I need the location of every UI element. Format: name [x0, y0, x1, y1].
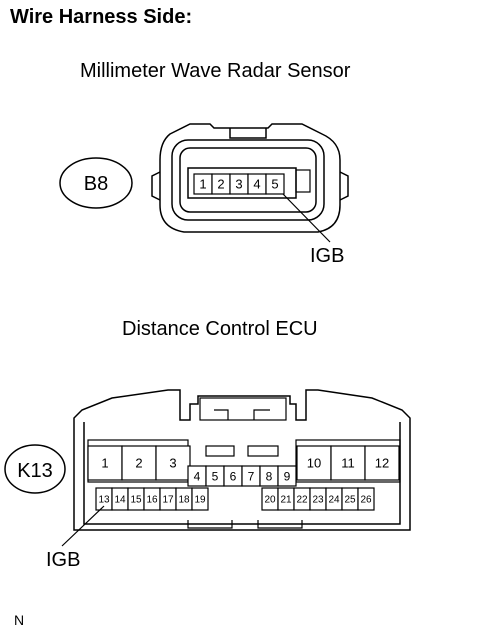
ecu-pin-cell	[155, 445, 191, 481]
ecu-connector-id-ellipse	[4, 444, 66, 494]
ecu-pin-label: 13	[98, 495, 110, 506]
ecu-pin-label: 20	[264, 495, 276, 506]
ecu-pin-label: 17	[162, 495, 174, 506]
ecu-pin-label: 9	[284, 469, 291, 483]
sensor-connector	[151, 123, 349, 233]
ecu-pin-label: 14	[114, 495, 126, 506]
sensor-pin-label: 4	[253, 177, 260, 192]
ecu-pin-label: 1	[101, 456, 108, 471]
ecu-pin-cell	[357, 487, 375, 511]
ecu-pin-cell	[277, 465, 297, 487]
ecu-callout-label: IGB	[46, 549, 80, 571]
ecu-pin-label: 4	[194, 469, 201, 483]
sensor-pin-label: 2	[217, 177, 224, 192]
sensor-connector-id: B8	[84, 173, 108, 195]
ecu-pin-label: 3	[169, 456, 176, 471]
ecu-pin-label: 10	[307, 456, 321, 471]
ecu-pin-label: 19	[194, 495, 206, 506]
ecu-pin-label: 16	[146, 495, 158, 506]
ecu-pin-label: 15	[130, 495, 142, 506]
ecu-pin-cell	[87, 445, 123, 481]
ecu-pin-label: 8	[266, 469, 273, 483]
ecu-bottom-pin-row: 13 14 15 16 17 18 19 20 21 22 23 24 25 26	[95, 487, 375, 511]
sensor-callout-line	[282, 193, 331, 243]
ecu-pin-label: 22	[296, 495, 308, 506]
sensor-pin-frame	[187, 167, 297, 199]
sensor-pin-label: 3	[235, 177, 242, 192]
ecu-pin-label: 23	[312, 495, 324, 506]
footer-mark: N	[14, 612, 25, 628]
ecu-pin-label: 2	[135, 456, 142, 471]
ecu-title: Distance Control ECU	[122, 318, 318, 340]
ecu-callout-line	[61, 505, 105, 547]
ecu-pin-label: 24	[328, 495, 340, 506]
ecu-pin-cell	[121, 445, 157, 481]
ecu-connector-id: K13	[17, 460, 53, 482]
ecu-pin-label: 26	[360, 495, 372, 506]
ecu-pin-cell	[191, 487, 209, 511]
ecu-pin-label: 25	[344, 495, 356, 506]
ecu-pin-label: 21	[280, 495, 292, 506]
ecu-pin-label: 18	[178, 495, 190, 506]
sensor-pin-label: 5	[271, 177, 278, 192]
sensor-connector-id-ellipse	[59, 157, 133, 209]
ecu-pin-label: 12	[375, 456, 389, 471]
sensor-pin-cell	[265, 173, 285, 195]
page-title: Wire Harness Side:	[10, 6, 193, 28]
ecu-pin-label: 5	[212, 469, 219, 483]
ecu-pin-cell	[330, 445, 366, 481]
sensor-title: Millimeter Wave Radar Sensor	[80, 60, 351, 82]
ecu-pin-label: 6	[230, 469, 237, 483]
sensor-pin-label: 1	[199, 177, 206, 192]
ecu-pin-cell	[364, 445, 400, 481]
ecu-pin-label: 7	[248, 469, 255, 483]
ecu-pin-label: 11	[341, 456, 355, 471]
sensor-callout-label: IGB	[310, 245, 344, 267]
